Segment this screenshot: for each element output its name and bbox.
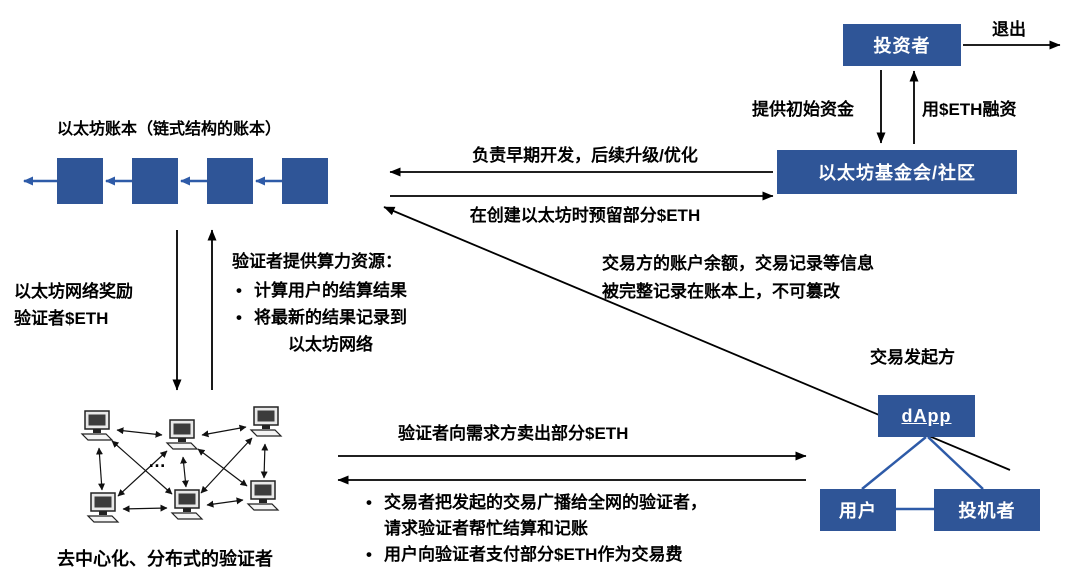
early-dev-label: 负责早期开发，后续升级/优化	[472, 146, 698, 165]
computer-icon	[81, 410, 113, 441]
network-reward-line2: 验证者$ETH	[14, 309, 109, 328]
dapp-node: dApp	[878, 395, 975, 437]
computer-icon	[166, 419, 198, 450]
validator-resources-block: 验证者提供算力资源： 计算用户的结算结果 将最新的结果记录到 以太坊网络	[232, 248, 407, 358]
tx-initiator-label: 交易发起方	[870, 348, 955, 367]
blockchain-block	[57, 158, 103, 204]
foundation-node: 以太坊基金会/社区	[777, 150, 1017, 194]
computer-icon	[87, 492, 119, 523]
fee-bullet: 用户向验证者支付部分$ETH作为交易费	[362, 542, 707, 568]
user-label: 用户	[839, 501, 877, 521]
blockchain-block	[207, 158, 253, 204]
bottom-bullets: 交易者把发起的交易广播给全网的验证者， 请求验证者帮忙结算和记账 用户向验证者支…	[362, 490, 707, 568]
validator-resources-bullet2: 将最新的结果记录到 以太坊网络	[232, 304, 407, 358]
dapp-speculator-link	[927, 436, 984, 490]
tx-record-line1: 交易方的账户余额，交易记录等信息	[602, 254, 874, 273]
validator-mesh	[95, 424, 269, 513]
investor-label: 投资者	[873, 36, 931, 56]
tx-record-line2: 被完整记录在账本上，不可篡改	[602, 282, 840, 301]
validator-resources-title: 验证者提供算力资源：	[232, 252, 402, 271]
reserve-eth-label: 在创建以太坊时预留部分$ETH	[469, 206, 701, 225]
computer-icon	[247, 480, 279, 511]
network-reward-line1: 以太坊网络奖励	[14, 282, 133, 301]
exit-label: 退出	[992, 20, 1026, 39]
dapp-user-link	[861, 436, 927, 490]
mesh-ellipsis: …	[148, 451, 166, 471]
computer-icon	[171, 489, 203, 520]
foundation-label: 以太坊基金会/社区	[817, 163, 976, 183]
speculator-node: 投机者	[934, 489, 1040, 531]
computer-icon	[250, 406, 282, 437]
dapp-label: dApp	[901, 405, 952, 426]
validator-computers	[81, 406, 282, 523]
provide-capital-label: 提供初始资金	[752, 100, 854, 119]
blockchain-block	[282, 158, 328, 204]
tx-record-label: 交易方的账户余额，交易记录等信息 被完整记录在账本上，不可篡改	[602, 250, 874, 306]
ledger-title: 以太坊账本（链式结构的账本）	[57, 121, 282, 138]
validators-caption: 去中心化、分布式的验证者	[57, 549, 273, 569]
broadcast-bullet: 交易者把发起的交易广播给全网的验证者， 请求验证者帮忙结算和记账	[362, 490, 707, 542]
validator-resources-bullet1: 计算用户的结算结果	[232, 277, 407, 304]
user-node: 用户	[820, 489, 896, 531]
sell-eth-label: 验证者向需求方卖出部分$ETH	[398, 424, 629, 443]
investor-node: 投资者	[843, 24, 961, 66]
blockchain-block	[132, 158, 178, 204]
eth-financing-label: 用$ETH融资	[922, 100, 1017, 119]
speculator-label: 投机者	[958, 501, 1016, 521]
network-reward-label: 以太坊网络奖励 验证者$ETH	[14, 278, 133, 332]
